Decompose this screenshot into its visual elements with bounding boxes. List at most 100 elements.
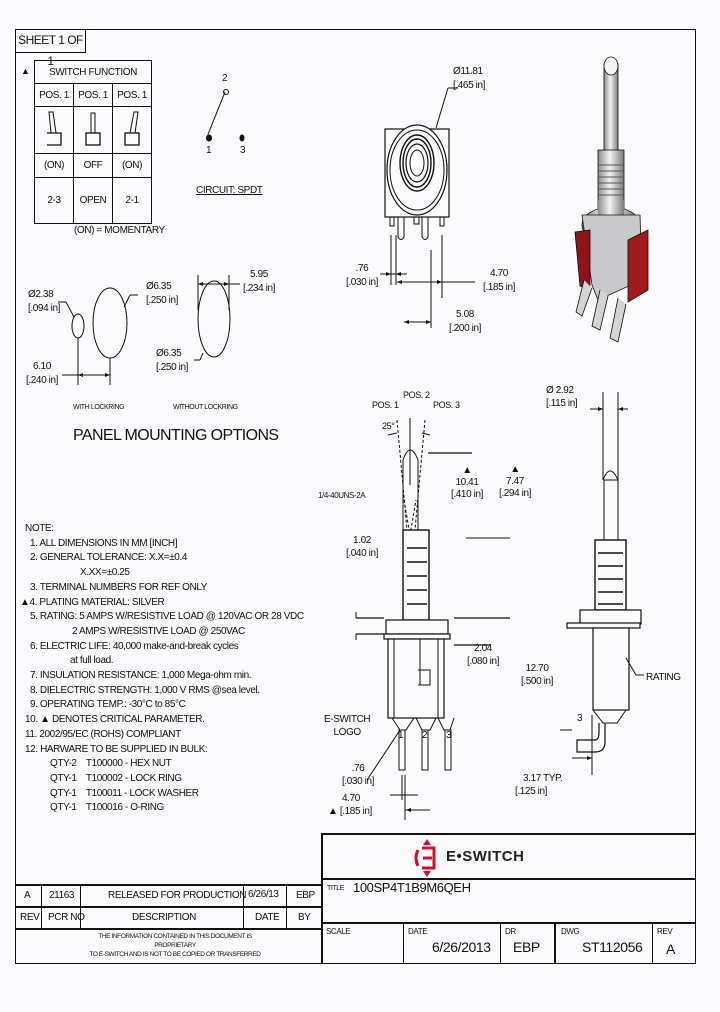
divider xyxy=(286,884,287,928)
bend-dim: 3.17 TYP.[.125 in] xyxy=(515,773,563,797)
small-hole-dim: Ø2.38[.094 in] xyxy=(28,289,60,314)
toggle-center-icon xyxy=(73,106,113,154)
note-line: ▲4. PLATING MATERIAL: SILVER xyxy=(20,596,165,608)
drawn-by-label: DR xyxy=(505,927,516,936)
note-line: 5. RATING: 5 AMPS W/RESISTIVE LOAD @ 120… xyxy=(30,611,304,623)
connection-cell: 2-1 xyxy=(112,177,152,224)
rev-value: A xyxy=(24,890,31,901)
front-pin-offset-dim: 4.70▲ [.185 in] xyxy=(328,793,372,817)
date-header: DATE xyxy=(255,912,280,923)
large-hole-dim: Ø6.35[.250 in] xyxy=(146,281,178,306)
front-pin-width-dim: .76[.030 in] xyxy=(342,763,374,787)
rev-header: REV xyxy=(20,912,40,923)
note-line: 9. OPERATING TEMP.: -30°C to 85°C xyxy=(30,699,186,711)
rev-label: REV xyxy=(657,927,673,936)
proprietary-notice: THE INFORMATION CONTAINED IN THIS DOCUME… xyxy=(89,933,261,958)
thread-label: 1/4-40UNS-2A xyxy=(318,491,366,500)
notes-heading: NOTE: xyxy=(25,523,54,534)
terminal-1-node xyxy=(206,134,212,142)
angle-label: 25° xyxy=(382,421,395,431)
note-line: 6. ELECTRIC LIFE: 40,000 make-and-break … xyxy=(30,640,239,652)
divider xyxy=(554,922,556,964)
body-offset-dim: 2.04[.080 in] xyxy=(467,643,499,667)
drawing-frame xyxy=(15,29,696,964)
state-cell: (ON) xyxy=(112,153,152,178)
part-number-title: 100SP4T1B9M6QEH xyxy=(353,880,471,895)
divider xyxy=(80,884,81,928)
terminal-3-node xyxy=(239,134,245,142)
side-view-drawing xyxy=(560,392,644,775)
divider xyxy=(15,928,322,930)
drawing-number: ST112056 xyxy=(582,939,643,955)
revision: A xyxy=(666,941,675,957)
panel-mounting-drawing xyxy=(58,275,240,385)
switch-arm xyxy=(207,91,226,135)
without-lockring-label: WITHOUT LOCKRING xyxy=(173,404,238,411)
hardware-item: QTY-1 T100011 - LOCK WASHER xyxy=(50,787,199,799)
pcr-value: 21163 xyxy=(49,890,75,901)
lever-diameter-dim: Ø 2.92[.115 in] xyxy=(546,385,578,409)
title-block-top-border xyxy=(321,833,696,835)
small-hole xyxy=(71,313,85,339)
sheet-label: SHEET 1 OF 1 xyxy=(15,29,86,68)
state-cell: OFF xyxy=(73,153,113,178)
front-view-drawing xyxy=(355,418,510,820)
hardware-item: QTY-1 T100002 - LOCK RING xyxy=(50,772,182,784)
description-header: DESCRIPTION xyxy=(132,912,196,923)
terminal-3-label: 3 xyxy=(240,145,246,156)
momentary-footnote: (ON) = MOMENTARY xyxy=(74,225,165,236)
terminal-2-label: 2 xyxy=(222,73,228,84)
scale-label: SCALE xyxy=(326,927,351,936)
by-value: EBP xyxy=(296,890,315,901)
note-line: 2 AMPS W/RESISTIVE LOAD @ 250VAC xyxy=(72,625,245,637)
note-line: 3. TERMINAL NUMBERS FOR REF ONLY xyxy=(30,581,208,593)
circuit-diagram xyxy=(206,89,245,142)
note-line: 2. GENERAL TOLERANCE: X.X=±0.4 xyxy=(30,552,187,564)
pos3-label: POS. 3 xyxy=(433,400,460,410)
top-view-drawing xyxy=(380,87,475,328)
circuit-type-label: CIRCUIT: SPDT xyxy=(196,185,263,196)
date-value: 6/26/13 xyxy=(248,889,279,900)
divider xyxy=(403,922,404,964)
flange-dim: 1.02[.040 in] xyxy=(346,535,378,559)
front-terminal-1: 1 xyxy=(398,730,404,741)
note-line: 10. ▲ DENOTES CRITICAL PARAMETER. xyxy=(25,714,205,726)
position-header: POS. 1 xyxy=(112,83,152,107)
panel-mounting-title: PANEL MOUNTING OPTIONS xyxy=(73,427,279,444)
switch-function-title: SWITCH FUNCTION xyxy=(34,60,152,84)
drawn-by: EBP xyxy=(513,939,540,955)
note-line: 11. 2002/95/EC (ROHS) COMPLIANT xyxy=(25,728,181,740)
divider xyxy=(500,922,501,964)
flat-dim: 5.95[.234 in] xyxy=(243,269,275,294)
note-line: 12. HARWARE TO BE SUPPLIED IN BULK: xyxy=(25,743,208,755)
pos1-label: POS. 1 xyxy=(372,400,399,410)
side-terminal-3: 3 xyxy=(577,713,583,724)
critical-marker-icon: ▲ xyxy=(21,66,30,76)
description-value: RELEASED FOR PRODUCTION xyxy=(108,890,247,901)
hardware-item: QTY-1 T100016 - O-RING xyxy=(50,802,164,814)
divider xyxy=(15,884,322,886)
connection-cell: 2-3 xyxy=(34,177,74,224)
pin-offset-dim: 4.70[.185 in] xyxy=(483,268,515,293)
note-line: 8. DIELECTRIC STRENGTH: 1,000 V RMS @sea… xyxy=(30,684,260,696)
divider xyxy=(652,922,653,964)
hardware-item: QTY-2 T100000 - HEX NUT xyxy=(50,758,172,770)
note-line: at full load. xyxy=(70,655,114,667)
switch-function-table: SWITCH FUNCTION POS. 1 POS. 1 POS. 1 (ON… xyxy=(34,60,152,224)
toggle-left-icon xyxy=(34,106,74,154)
toggle-right-icon xyxy=(112,106,152,154)
connection-cell: OPEN xyxy=(73,177,113,224)
large-hole xyxy=(92,287,128,359)
by-header: BY xyxy=(298,912,311,923)
hole-no-ring-dim: Ø6.35[.250 in] xyxy=(156,348,188,373)
note-line: X.XX=±0.25 xyxy=(80,567,130,579)
date-label: DATE xyxy=(408,927,428,936)
terminal-1-label: 1 xyxy=(206,145,212,156)
drawing-date: 6/26/2013 xyxy=(432,939,491,955)
divider xyxy=(321,922,696,924)
dwg-label: DWG xyxy=(561,927,580,936)
lever-height2-dim: ▲7.47[.294 in] xyxy=(499,464,531,499)
hole-spacing-dim: 6.10[.240 in] xyxy=(26,361,58,386)
note-line: 1. ALL DIMENSIONS IN MM [INCH] xyxy=(30,537,178,549)
